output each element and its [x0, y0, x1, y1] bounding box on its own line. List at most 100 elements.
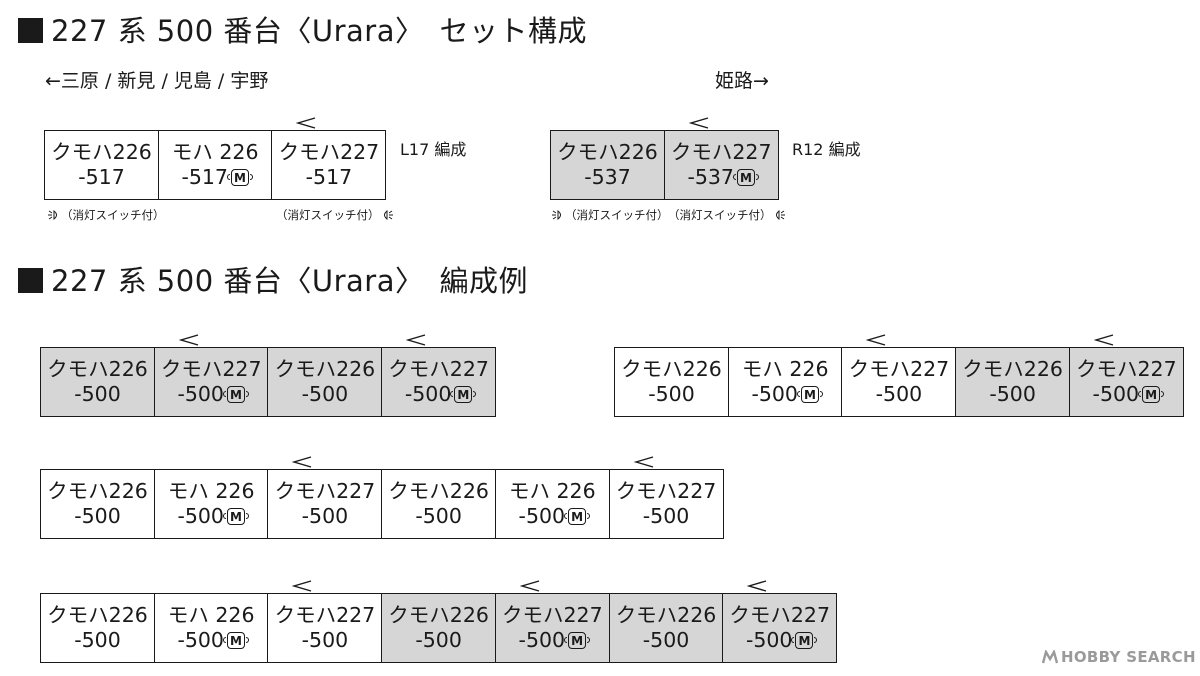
pantograph-icon: [296, 117, 316, 129]
set-r12-note-left: （消灯スイッチ付）: [552, 208, 669, 222]
car-number: -500: [177, 382, 224, 406]
car-number: -537: [687, 165, 734, 189]
set-l17-name: L17 編成: [400, 140, 467, 159]
pantograph-icon: [292, 456, 312, 468]
car-number-row: -500: [302, 628, 349, 653]
car-number: -517: [181, 165, 228, 189]
car-type: クモハ226: [274, 357, 376, 381]
car-number-row: -500: [876, 382, 923, 407]
car-number-row: -517: [306, 165, 353, 190]
car-number: -517: [78, 165, 125, 189]
car-type: クモハ227: [278, 140, 380, 164]
car: クモハ226-500: [608, 593, 724, 663]
car: クモハ226-500: [40, 469, 155, 539]
hobby-search-logo-icon: [1042, 650, 1058, 664]
car-number: -500: [404, 382, 452, 406]
car: クモハ226-517: [44, 130, 159, 200]
car-type: クモハ227: [1075, 357, 1177, 381]
headlight-icon: [383, 209, 393, 221]
car: クモハ226-500: [40, 347, 155, 417]
car-type: クモハ227: [388, 357, 489, 381]
motor-badge-icon: M: [222, 632, 249, 649]
car-number: -500: [415, 628, 462, 652]
car-type: クモハ227: [160, 357, 262, 381]
car-number: -500: [74, 504, 121, 528]
square-bullet-icon: [18, 268, 43, 293]
car: クモハ226-500: [381, 593, 497, 663]
car-number-row: -517: [78, 165, 125, 190]
car-number-row: -500: [302, 382, 349, 407]
car: クモハ227-500: [267, 580, 383, 663]
car-type: クモハ227: [670, 140, 772, 164]
car-number: -500: [1092, 382, 1140, 406]
car-number: -500: [74, 628, 121, 652]
square-bullet-icon: [18, 18, 43, 43]
car-number: -500: [301, 382, 349, 406]
car-number: -500: [415, 504, 462, 528]
set-l17-note-left: （消灯スイッチ付）: [48, 208, 165, 222]
pantograph-icon: [406, 334, 426, 346]
car: クモハ226-500: [381, 469, 497, 539]
headlight-icon: [775, 209, 785, 221]
pantograph-icon: [747, 580, 767, 592]
car-number: -500: [74, 382, 121, 406]
car-type: モハ 226: [508, 479, 596, 503]
car-number-row: -500: [74, 628, 121, 653]
car: クモハ227-500: [841, 334, 957, 417]
car: クモハ227-517: [271, 117, 387, 200]
motor-badge-icon: M: [796, 386, 823, 403]
car-number: -500: [989, 382, 1036, 406]
car-number: -500: [745, 628, 793, 652]
direction-left: ←三原 / 新見 / 児島 / 宇野: [45, 70, 269, 92]
headlight-icon: [552, 209, 561, 221]
car-type: クモハ226: [47, 603, 148, 627]
car-number: -500: [642, 628, 690, 652]
section-title-set: 227 系 500 番台〈Urara〉 セット構成: [18, 14, 587, 48]
car-number-row: -500: [648, 382, 695, 407]
motor-badge-icon: M: [1138, 386, 1165, 403]
pantograph-icon: [1093, 334, 1114, 346]
motor-badge-icon: M: [222, 508, 249, 525]
motor-badge-icon: M: [564, 508, 591, 525]
car-number-row: -500: [989, 382, 1036, 407]
motor-badge-icon: M: [791, 632, 818, 649]
pantograph-icon: [519, 580, 540, 592]
car-number: -500: [301, 504, 349, 528]
car-type: クモハ227: [729, 603, 831, 627]
car-type: クモハ226: [47, 479, 148, 503]
car-number-row: -500: [74, 382, 121, 407]
car-type: クモハ227: [615, 479, 717, 503]
car-type: クモハ226: [615, 603, 717, 627]
car-number: -500: [518, 628, 566, 652]
set-r12-note-right: （消灯スイッチ付）: [668, 208, 785, 222]
car-type: クモハ227: [501, 603, 603, 627]
set-l17-note-right: （消灯スイッチ付）: [276, 208, 393, 222]
car-type: クモハ226: [621, 357, 722, 381]
car-type: クモハ226: [388, 603, 489, 627]
motor-badge-icon: M: [222, 386, 249, 403]
car-number-row: -500: [415, 628, 462, 653]
motor-badge-icon: M: [564, 632, 591, 649]
car-number-row: -537: [584, 165, 631, 190]
car-number-row: -500: [643, 628, 690, 653]
section-title-examples: 227 系 500 番台〈Urara〉 編成例: [18, 264, 528, 298]
car-number: -500: [875, 382, 923, 406]
car-type: モハ 226: [167, 603, 255, 627]
car: クモハ226-500: [267, 347, 383, 417]
car-type: クモハ227: [848, 357, 950, 381]
motor-badge-icon: M: [226, 169, 253, 186]
